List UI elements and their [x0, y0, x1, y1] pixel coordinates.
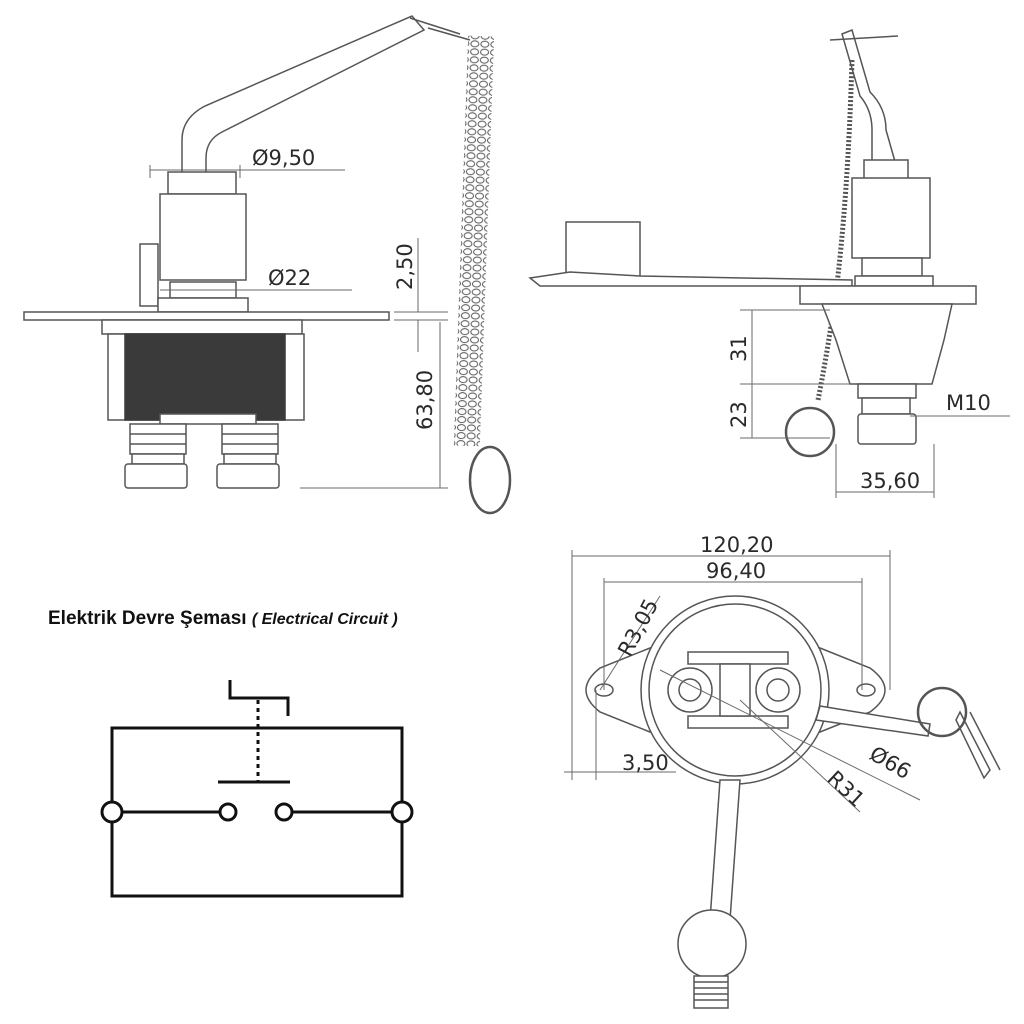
terminal-right — [390, 800, 414, 824]
front-dim-flange-thickness: 2,50 — [393, 243, 417, 290]
circuit-title-text: Elektrik Devre Şeması — [48, 608, 247, 629]
top-terminal-left — [667, 667, 713, 713]
side-mounting-plate — [528, 271, 853, 287]
top-dim-body-radius: R31 — [823, 766, 870, 812]
side-view — [528, 28, 977, 458]
top-dim-overall-length: 120,20 — [700, 533, 773, 557]
terminal-left — [100, 800, 124, 824]
front-view — [23, 15, 512, 515]
front-dim-shaft-diameter: Ø9,50 — [252, 146, 315, 170]
key-handle — [181, 15, 426, 176]
front-body-cylinder — [159, 193, 247, 281]
chain-ring — [468, 445, 512, 515]
top-key-handle — [709, 779, 741, 921]
front-mounting-plate — [23, 311, 390, 321]
side-dimension-lines — [740, 309, 1010, 498]
circuit-actuator — [228, 680, 290, 716]
side-dim-terminal-height: 23 — [727, 401, 751, 428]
side-base-housing — [820, 303, 953, 385]
side-chain-ring — [784, 406, 836, 458]
circuit-title: Elektrik Devre Şeması ( Electrical Circu… — [48, 608, 398, 630]
top-dimension-lines — [564, 550, 921, 813]
side-dim-body-height: 31 — [727, 335, 751, 362]
side-body-cylinder — [851, 177, 931, 259]
top-view — [585, 595, 1001, 1009]
top-terminal-right — [755, 667, 801, 713]
chain — [453, 35, 495, 447]
front-dimension-lines — [149, 165, 448, 489]
front-terminal-left — [124, 423, 188, 489]
contact-left — [218, 802, 238, 822]
circuit-diagram — [100, 680, 414, 898]
side-key-handle — [841, 28, 897, 166]
circuit-subtitle: ( Electrical Circuit ) — [251, 611, 398, 628]
top-dim-hole-spacing: 96,40 — [706, 559, 766, 583]
top-key-ring — [916, 686, 968, 738]
top-dim-hole-offset: 3,50 — [622, 751, 669, 775]
top-dim-body-diameter: Ø66 — [866, 742, 915, 784]
mounting-hole-right — [856, 683, 876, 697]
front-terminal-right — [216, 423, 280, 489]
contact-right — [274, 802, 294, 822]
side-dim-thread: M10 — [946, 391, 991, 415]
side-dim-width: 35,60 — [860, 469, 920, 493]
front-dim-height: 63,80 — [413, 370, 437, 430]
front-dim-body-diameter: Ø22 — [268, 266, 311, 290]
